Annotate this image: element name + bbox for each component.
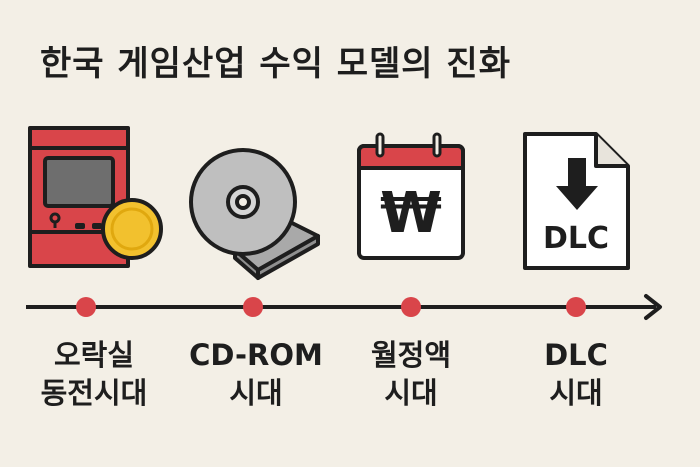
stage-label-cdrom: CD-ROM 시대 [176, 336, 336, 412]
cd-rom-icon [189, 148, 320, 280]
stage-label-arcade: 오락실 동전시대 [14, 336, 174, 412]
timeline-dot-cdrom [243, 297, 263, 317]
arcade-cabinet-icon [28, 126, 130, 268]
stage-label-line1: 월정액 [370, 338, 452, 372]
stage-label-line1: DLC [544, 338, 608, 372]
calendar-won-icon [357, 132, 465, 260]
stage-label-line2: 시대 [384, 376, 438, 410]
dlc-file-icon [523, 132, 630, 270]
stage-label-line2: 동전시대 [40, 376, 148, 410]
stage-label-line2: 시대 [549, 376, 603, 410]
timeline-dot-arcade [76, 297, 96, 317]
coin-icon [101, 198, 163, 260]
stage-label-subscription: 월정액 시대 [331, 336, 491, 412]
download-arrow-icon [556, 158, 598, 210]
timeline-dot-subscription [401, 297, 421, 317]
stage-label-line1: CD-ROM [189, 338, 323, 372]
dlc-file-text: DLC [543, 221, 609, 256]
stage-label-line2: 시대 [229, 376, 283, 410]
won-symbol: ₩ [380, 181, 442, 246]
stage-label-dlc: DLC 시대 [496, 336, 656, 412]
stage-label-line1: 오락실 [53, 338, 135, 372]
diagram-title: 한국 게임산업 수익 모델의 진화 [40, 44, 511, 84]
timeline-arrow [26, 294, 662, 320]
timeline-dot-dlc [566, 297, 586, 317]
